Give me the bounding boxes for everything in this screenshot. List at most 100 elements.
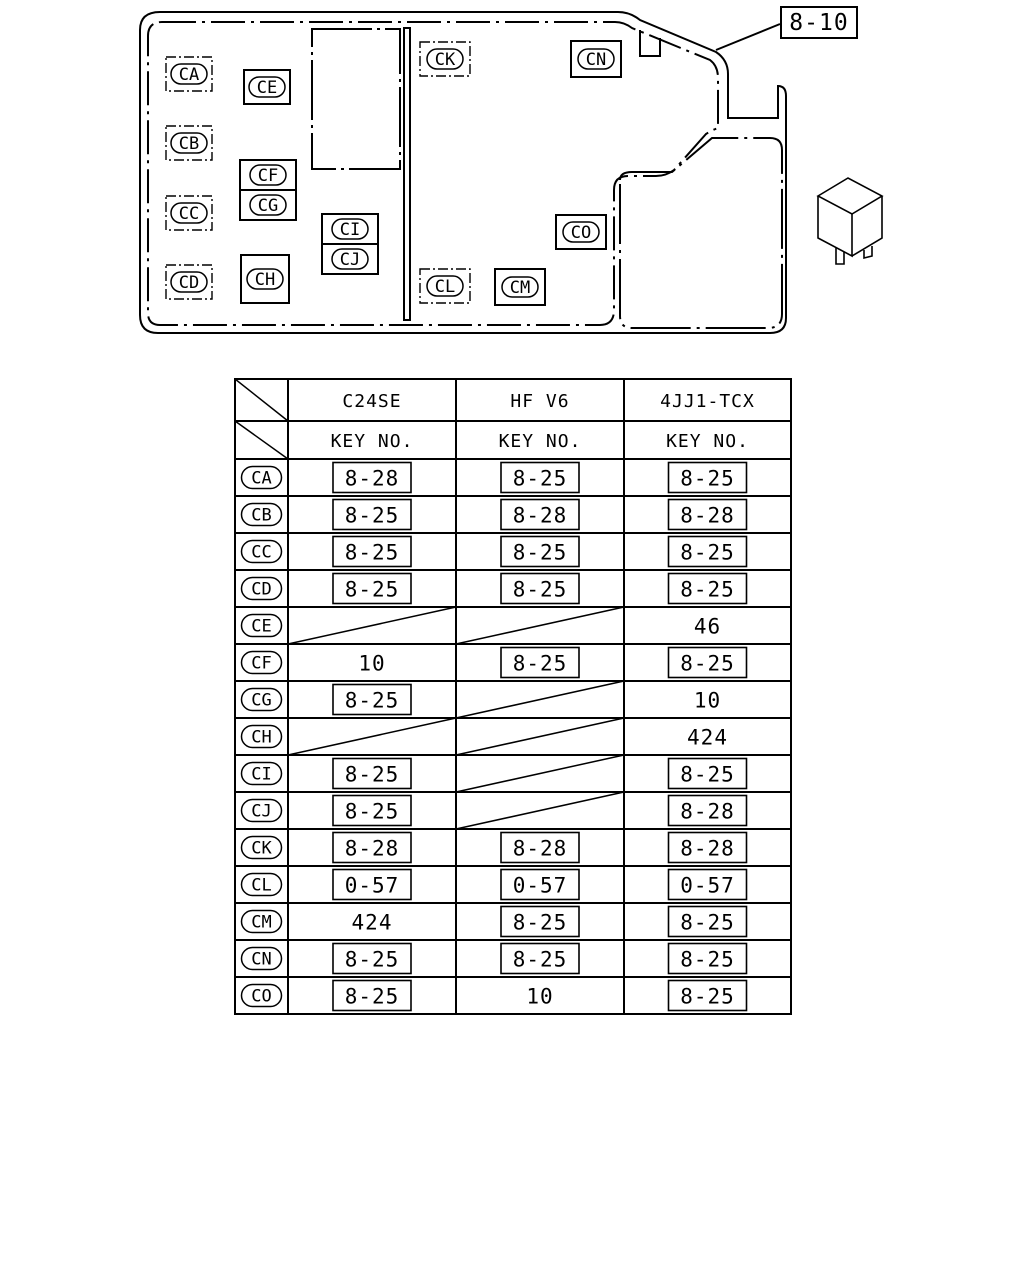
key-number-cell[interactable]: 8-25	[332, 572, 412, 605]
slot-cn[interactable]: CN	[570, 40, 622, 78]
row-code: CM	[251, 913, 271, 933]
not-applicable-slash	[287, 717, 457, 756]
key-number: 10	[358, 652, 385, 676]
key-number-cell[interactable]: 424	[352, 911, 393, 935]
key-number-cell[interactable]: 8-25	[332, 535, 412, 568]
key-number-cell[interactable]: 0-57	[332, 868, 412, 901]
slot-ch[interactable]: CH	[240, 254, 290, 304]
key-number-cell[interactable]: 8-25	[500, 535, 580, 568]
key-no-header: KEY NO.	[666, 431, 749, 452]
slot-cf[interactable]: CF	[239, 159, 297, 191]
key-box	[332, 498, 412, 531]
key-number: 8-25	[513, 541, 568, 565]
key-number-cell[interactable]: 8-25	[667, 942, 748, 975]
key-number-cell[interactable]: 8-28	[667, 794, 748, 827]
key-number-cell[interactable]: 8-25	[500, 942, 580, 975]
key-number: 8-28	[680, 800, 735, 824]
key-box	[500, 905, 580, 938]
slot-oval-icon	[170, 132, 208, 154]
key-number: 0-57	[513, 874, 568, 898]
key-number-cell[interactable]: 8-28	[332, 461, 412, 494]
slot-ck[interactable]: CK	[419, 41, 471, 77]
key-number-cell[interactable]: 8-25	[667, 905, 748, 938]
key-number: 8-25	[680, 652, 735, 676]
row-code: CD	[251, 580, 271, 600]
slot-label: CN	[586, 50, 606, 70]
slot-cm[interactable]: CM	[494, 268, 546, 306]
slot-ci[interactable]: CI	[321, 213, 379, 245]
key-number-cell[interactable]: 8-25	[667, 572, 748, 605]
key-number-cell[interactable]: 424	[687, 726, 728, 750]
key-number-cell[interactable]: 8-28	[332, 831, 412, 864]
key-box	[500, 461, 580, 494]
key-number-cell[interactable]: 8-25	[332, 683, 412, 716]
slot-ce[interactable]: CE	[243, 69, 291, 105]
key-number-cell[interactable]: 8-25	[332, 498, 412, 531]
key-number-cell[interactable]: 8-25	[332, 794, 412, 827]
key-number-cell[interactable]: 8-25	[332, 979, 412, 1012]
key-number-cell[interactable]: 8-25	[332, 942, 412, 975]
key-box	[667, 535, 748, 568]
slot-cg[interactable]: CG	[239, 189, 297, 221]
slot-label: CO	[571, 223, 591, 243]
key-box	[500, 535, 580, 568]
key-number: 8-25	[345, 763, 400, 787]
key-box	[500, 868, 580, 901]
key-number-cell[interactable]: 8-25	[500, 461, 580, 494]
key-number-cell[interactable]: 8-25	[500, 572, 580, 605]
row-code: CN	[251, 950, 271, 970]
slot-co[interactable]: CO	[555, 214, 607, 250]
key-number: 8-25	[513, 578, 568, 602]
code-oval-icon	[240, 724, 283, 749]
key-number-cell[interactable]: 8-25	[667, 979, 748, 1012]
key-number-cell[interactable]: 8-25	[500, 905, 580, 938]
slot-label: CA	[179, 65, 199, 85]
slot-oval-icon	[426, 275, 464, 297]
key-number-cell[interactable]: 10	[358, 652, 385, 676]
key-box	[667, 757, 748, 790]
key-number-cell[interactable]: 8-25	[667, 461, 748, 494]
slot-oval-icon	[249, 164, 287, 186]
slot-oval-icon	[170, 63, 208, 85]
callout-8-10[interactable]: 8-10	[780, 6, 858, 39]
key-box	[500, 942, 580, 975]
key-number-cell[interactable]: 8-25	[500, 646, 580, 679]
slot-label: CD	[179, 273, 199, 293]
key-box	[332, 572, 412, 605]
slot-cl[interactable]: CL	[419, 268, 471, 304]
key-box	[667, 979, 748, 1012]
key-box	[667, 646, 748, 679]
key-number-cell[interactable]: 8-28	[667, 831, 748, 864]
slot-label: CH	[255, 270, 275, 290]
key-number-cell[interactable]: 8-25	[667, 535, 748, 568]
code-oval-icon	[240, 872, 283, 897]
key-number-cell[interactable]: 10	[694, 689, 721, 713]
slot-oval-icon	[562, 221, 600, 243]
slot-cd[interactable]: CD	[165, 264, 213, 300]
key-number-cell[interactable]: 8-25	[667, 646, 748, 679]
key-number-cell[interactable]: 46	[694, 615, 721, 639]
key-number-cell[interactable]: 0-57	[667, 868, 748, 901]
slot-oval-icon	[249, 194, 287, 216]
slot-cj[interactable]: CJ	[321, 243, 379, 275]
slot-label: CL	[435, 277, 455, 297]
key-number: 8-25	[345, 541, 400, 565]
slot-cb[interactable]: CB	[165, 125, 213, 161]
key-number-cell[interactable]: 10	[526, 985, 553, 1009]
key-box	[332, 794, 412, 827]
slot-cc[interactable]: CC	[165, 195, 213, 231]
key-number: 8-25	[345, 948, 400, 972]
key-number-cell[interactable]: 0-57	[500, 868, 580, 901]
key-number-cell[interactable]: 8-25	[332, 757, 412, 790]
key-number-cell[interactable]: 8-28	[667, 498, 748, 531]
code-oval-icon	[240, 613, 283, 638]
code-oval-icon	[240, 909, 283, 934]
key-number-cell[interactable]: 8-28	[500, 831, 580, 864]
code-oval-icon	[240, 761, 283, 786]
key-box	[332, 979, 412, 1012]
key-number-cell[interactable]: 8-25	[667, 757, 748, 790]
key-number-cell[interactable]: 8-28	[500, 498, 580, 531]
slot-ca[interactable]: CA	[165, 56, 213, 92]
